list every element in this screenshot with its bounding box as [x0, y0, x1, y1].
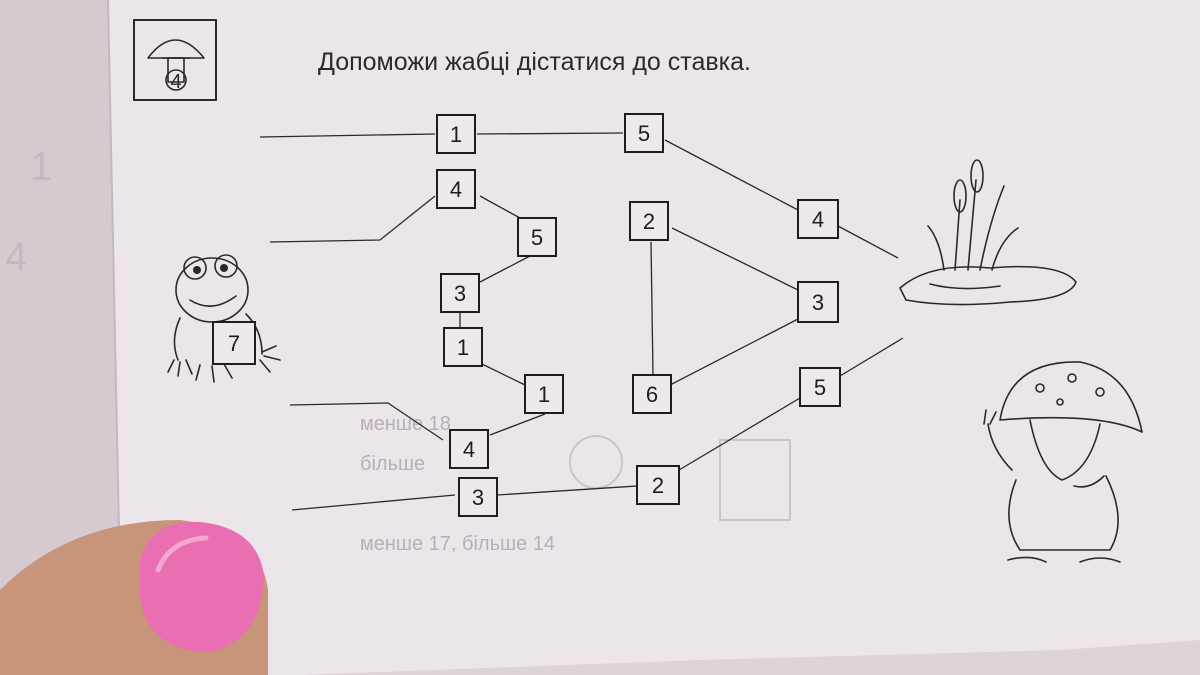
maze-box: 5 [799, 367, 841, 407]
maze-boxes: 1 4 5 3 1 1 4 3 [436, 113, 841, 517]
maze-box: 3 [458, 477, 498, 517]
svg-text:менше 17, більше 14: менше 17, більше 14 [360, 533, 555, 555]
box-value: 1 [538, 382, 550, 407]
svg-text:4: 4 [5, 235, 27, 279]
box-value: 2 [652, 473, 664, 498]
svg-text:1: 1 [30, 145, 52, 189]
maze-box: 4 [436, 169, 476, 209]
box-value: 2 [643, 209, 655, 234]
maze-box: 1 [443, 327, 483, 367]
box-value: 3 [454, 281, 466, 306]
box-value: 3 [472, 485, 484, 510]
maze-box: 3 [797, 281, 839, 323]
box-value: 4 [463, 437, 475, 462]
box-value: 1 [450, 122, 462, 147]
task-title: Допоможи жабці дістатися до ставка. [318, 48, 751, 76]
box-value: 5 [814, 375, 826, 400]
frog-illustration: 7 [167, 254, 281, 383]
maze-box: 1 [436, 114, 476, 154]
maze-box: 4 [797, 199, 839, 239]
maze-box: 5 [624, 113, 664, 153]
frog-number: 7 [228, 331, 240, 356]
svg-text:більше: більше [360, 453, 425, 475]
svg-text:менше 18: менше 18 [360, 413, 451, 435]
badge-number: 4 [170, 71, 181, 93]
box-value: 6 [646, 382, 658, 407]
finger-with-nail [0, 520, 268, 675]
box-value: 4 [450, 177, 462, 202]
maze-box: 6 [632, 374, 672, 414]
maze-lines [259, 132, 904, 511]
maze-box: 3 [440, 273, 480, 313]
box-value: 1 [457, 335, 469, 360]
maze-box: 2 [636, 465, 680, 505]
box-value: 4 [812, 207, 824, 232]
box-value: 5 [638, 121, 650, 146]
mushroom-man-illustration [983, 361, 1143, 563]
maze-box: 2 [629, 201, 669, 241]
maze-box: 1 [524, 374, 564, 414]
pond-illustration [899, 159, 1077, 306]
box-value: 5 [531, 225, 543, 250]
box-value: 3 [812, 290, 824, 315]
maze-box: 4 [449, 429, 489, 469]
maze-box: 5 [517, 217, 557, 257]
task-number-badge: 4 [133, 19, 217, 101]
